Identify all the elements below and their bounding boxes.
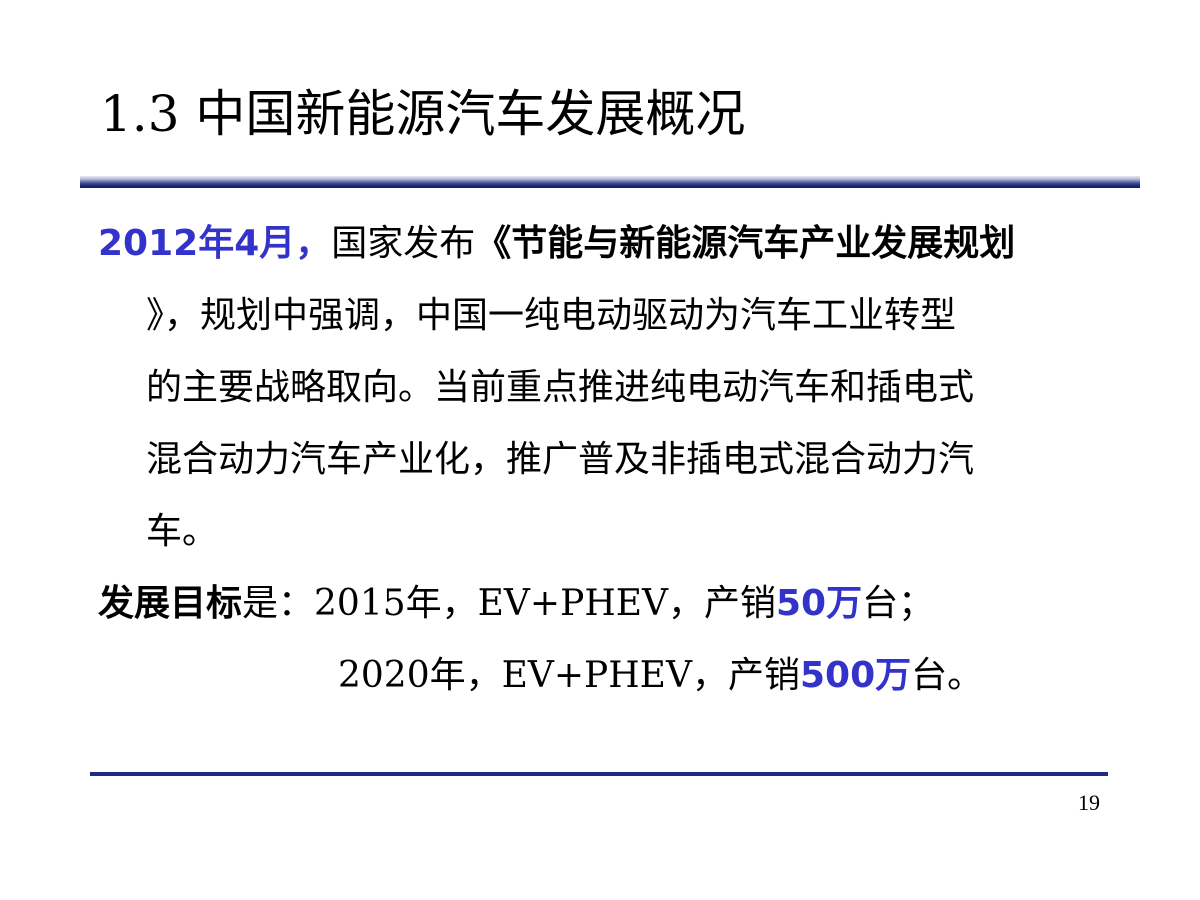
policy-line-2: 》，规划中强调，中国一纯电动驱动为汽车工业转型 bbox=[146, 295, 957, 336]
policy-line-4: 混合动力汽车产业化，推广普及非插电式混合动力汽 bbox=[146, 439, 975, 480]
targets-label: 发展目标 bbox=[98, 583, 243, 624]
slide-title: 1.3 中国新能源汽车发展概况 bbox=[100, 85, 746, 143]
policy-line-5: 车。 bbox=[146, 511, 219, 552]
title-divider bbox=[80, 176, 1140, 188]
target-2015-suffix: 台； bbox=[862, 583, 935, 624]
target-line-2015: 发展目标是：2015年，EV+PHEV，产销50万台； bbox=[98, 568, 1088, 640]
policy-paragraph: 2012年4月，国家发布《节能与新能源汽车产业发展规划 》，规划中强调，中国一纯… bbox=[98, 208, 1088, 568]
target-2020-amount: 500万 bbox=[799, 655, 912, 696]
footer-divider bbox=[90, 772, 1108, 776]
page-number: 19 bbox=[1078, 790, 1100, 815]
target-2020-suffix: 台。 bbox=[911, 655, 984, 696]
targets-block: 发展目标是：2015年，EV+PHEV，产销50万台； 2020年，EV+PHE… bbox=[98, 568, 1088, 712]
policy-line-3: 的主要战略取向。当前重点推进纯电动汽车和插电式 bbox=[146, 367, 975, 408]
policy-line-1: 2012年4月，国家发布《节能与新能源汽车产业发展规划 bbox=[98, 208, 1088, 280]
target-line-2020: 2020年，EV+PHEV，产销500万台。 bbox=[98, 640, 1088, 712]
target-2015-prefix: 2015年，EV+PHEV，产销 bbox=[314, 583, 776, 624]
slide-body: 2012年4月，国家发布《节能与新能源汽车产业发展规划 》，规划中强调，中国一纯… bbox=[98, 208, 1088, 712]
policy-intro: 国家发布 bbox=[331, 223, 476, 264]
target-2015-amount: 50万 bbox=[776, 583, 863, 624]
policy-date: 2012年4月， bbox=[98, 223, 332, 264]
policy-plan-title: 《节能与新能源汽车产业发展规划 bbox=[475, 223, 1016, 264]
target-2020-prefix: 2020年，EV+PHEV，产销 bbox=[338, 655, 800, 696]
targets-label-suffix: 是： bbox=[242, 583, 315, 624]
